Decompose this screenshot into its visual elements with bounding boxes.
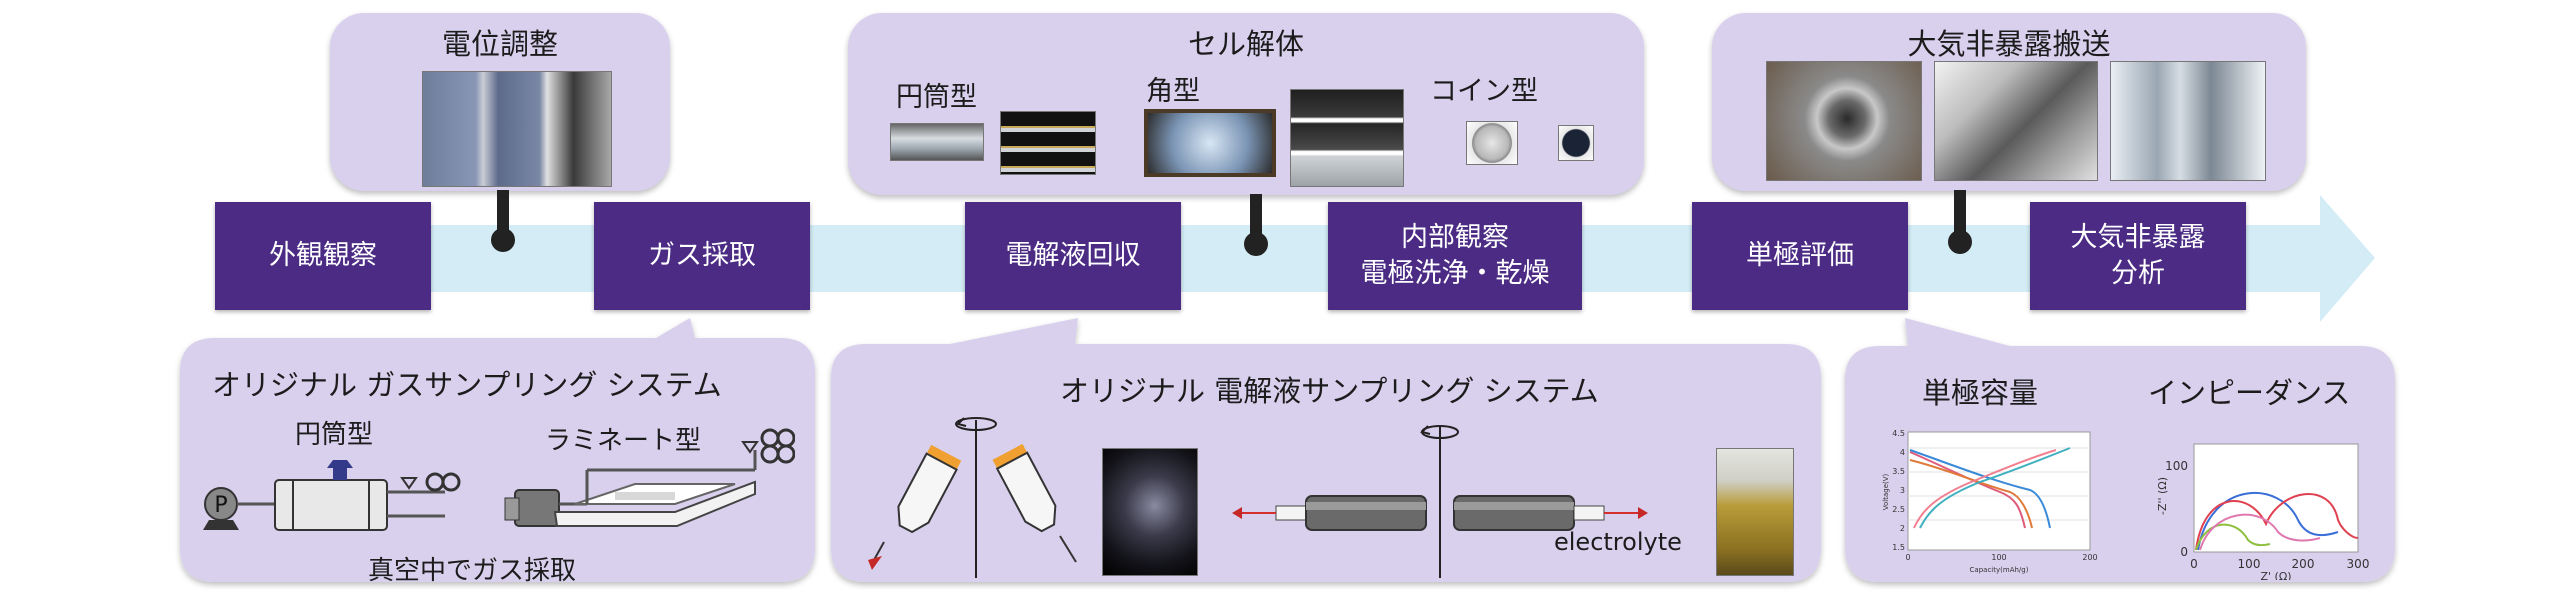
potential-adjust-panel: 電位調整 (330, 13, 670, 191)
svg-text:3.5: 3.5 (1892, 467, 1905, 476)
impedance-chart: 0 100 0 100 200 300 Z' (Ω) -Z'' (Ω) (2156, 443, 2369, 580)
capacity-curve-4 (1919, 447, 2071, 529)
connector-potential (497, 190, 509, 234)
capacity-y-label: Voltage(V) (1882, 473, 1890, 510)
transfer-vessel-photo (1766, 61, 1922, 181)
gas-cylindrical-label: 円筒型 (295, 420, 374, 450)
svg-text:4: 4 (1900, 448, 1905, 457)
prismatic-electrode-photo (1290, 89, 1404, 187)
connector-transfer (1954, 190, 1966, 236)
svg-text:100: 100 (2238, 557, 2261, 571)
svg-text:4.5: 4.5 (1892, 429, 1905, 438)
capacity-x-ticks: 0 100 200 (1905, 553, 2097, 562)
svg-text:0: 0 (2190, 557, 2198, 571)
prismatic-cell-photo (1144, 109, 1276, 177)
svg-text:0: 0 (1905, 553, 1910, 562)
step-line: ガス採取 (648, 240, 756, 271)
capacity-curve-1 (1909, 451, 2026, 529)
capacity-chart: 4.5 4 3.5 3 2.5 2 1.5 0 100 200 Capacity… (1882, 429, 2098, 574)
extraction-diagram (1232, 425, 1648, 578)
capacity-title: 単極容量 (1922, 376, 2039, 410)
svg-text:1.5: 1.5 (1892, 543, 1905, 552)
svg-text:200: 200 (2292, 557, 2315, 571)
coin-cell-photo (1466, 121, 1518, 165)
impedance-title: インピーダンス (2148, 376, 2351, 410)
air-free-transfer-panel: 大気非暴露搬送 (1712, 13, 2306, 191)
panel-title: 電位調整 (441, 27, 558, 61)
svg-text:200: 200 (2082, 553, 2097, 562)
step-line: 外観観察 (269, 240, 377, 271)
vacuum-pump-icon (514, 489, 560, 527)
step-line: 単極評価 (1746, 240, 1854, 271)
capacity-curve-5 (1913, 449, 2057, 529)
step-air-free-analysis: 大気非暴露分析 (2030, 202, 2246, 310)
step-line: 電極洗浄・乾燥 (1360, 258, 1550, 289)
step-line: 電解液回収 (1005, 240, 1141, 271)
step-line: 内部観察 (1401, 222, 1509, 253)
electrolyte-panel-title: オリジナル 電解液サンプリング システム (1060, 374, 1599, 408)
pump-symbol: P (214, 493, 227, 518)
capacity-gridlines (1908, 447, 2090, 521)
gas-sampling-diagram: P (203, 428, 795, 531)
step-electrolyte-recovery: 電解液回収 (965, 202, 1181, 310)
impedance-curve-blue (2197, 491, 2339, 551)
svg-text:100: 100 (2165, 459, 2188, 473)
connector-disassembly (1250, 194, 1262, 240)
svg-text:2: 2 (1900, 524, 1905, 533)
electrolyte-vial-yellow-photo (1716, 448, 1794, 576)
panel-title: セル解体 (1187, 27, 1304, 61)
prismatic-label: 角型 (1146, 76, 1200, 107)
transfer-chamber-photo (2110, 61, 2266, 181)
capacity-curve-2 (1909, 459, 2033, 529)
impedance-curve-pink (2199, 513, 2321, 551)
svg-text:2.5: 2.5 (1892, 505, 1905, 514)
gas-panel-title: オリジナル ガスサンプリング システム (212, 368, 722, 402)
step-line: 大気非暴露 (2070, 222, 2206, 253)
laminate-tray-icon (553, 480, 756, 527)
step-half-cell-evaluation: 単極評価 (1692, 202, 1908, 310)
cylindrical-label: 円筒型 (896, 82, 977, 113)
electrolyte-label: electrolyte (1554, 528, 1682, 556)
cylinder-cell-icon (274, 479, 388, 531)
capacity-curve-3 (1909, 449, 2051, 529)
impedance-curve-green (2195, 523, 2271, 551)
impedance-curve-red (2195, 493, 2359, 551)
step-appearance: 外観観察 (215, 202, 431, 310)
impedance-y-ticks: 0 100 (2165, 459, 2188, 559)
coin-label: コイン型 (1430, 76, 1538, 107)
gas-caption: 真空中でガス採取 (368, 556, 577, 586)
cylindrical-electrode-photo (1000, 111, 1096, 175)
potential-equipment-photo (422, 71, 612, 187)
svg-text:300: 300 (2347, 557, 2370, 571)
coin-electrode-photo (1558, 125, 1594, 161)
impedance-x-ticks: 0 100 200 300 (2190, 557, 2369, 571)
centrifuge-tubes-diagram (868, 417, 1077, 578)
cell-disassembly-panel: セル解体 円筒型 角型 コイン型 (848, 13, 1644, 195)
step-line: 分析 (2111, 258, 2165, 289)
cylindrical-cell-photo (890, 123, 984, 161)
impedance-x-label: Z' (Ω) (2260, 570, 2291, 580)
svg-text:100: 100 (1991, 553, 2006, 562)
transfer-handling-photo (1934, 61, 2098, 181)
panel-title: 大気非暴露搬送 (1907, 27, 2111, 61)
impedance-y-label: -Z'' (Ω) (2156, 477, 2169, 515)
electrolyte-vial-dark-photo (1102, 448, 1198, 576)
svg-text:3: 3 (1900, 486, 1905, 495)
step-internal-observation: 内部観察電極洗浄・乾燥 (1328, 202, 1582, 310)
capacity-x-label: Capacity(mAh/g) (1970, 566, 2029, 574)
capacity-y-ticks: 4.5 4 3.5 3 2.5 2 1.5 (1892, 429, 1905, 552)
gas-laminate-label: ラミネート型 (545, 426, 702, 456)
step-gas-sampling: ガス採取 (594, 202, 810, 310)
svg-text:0: 0 (2180, 545, 2188, 559)
